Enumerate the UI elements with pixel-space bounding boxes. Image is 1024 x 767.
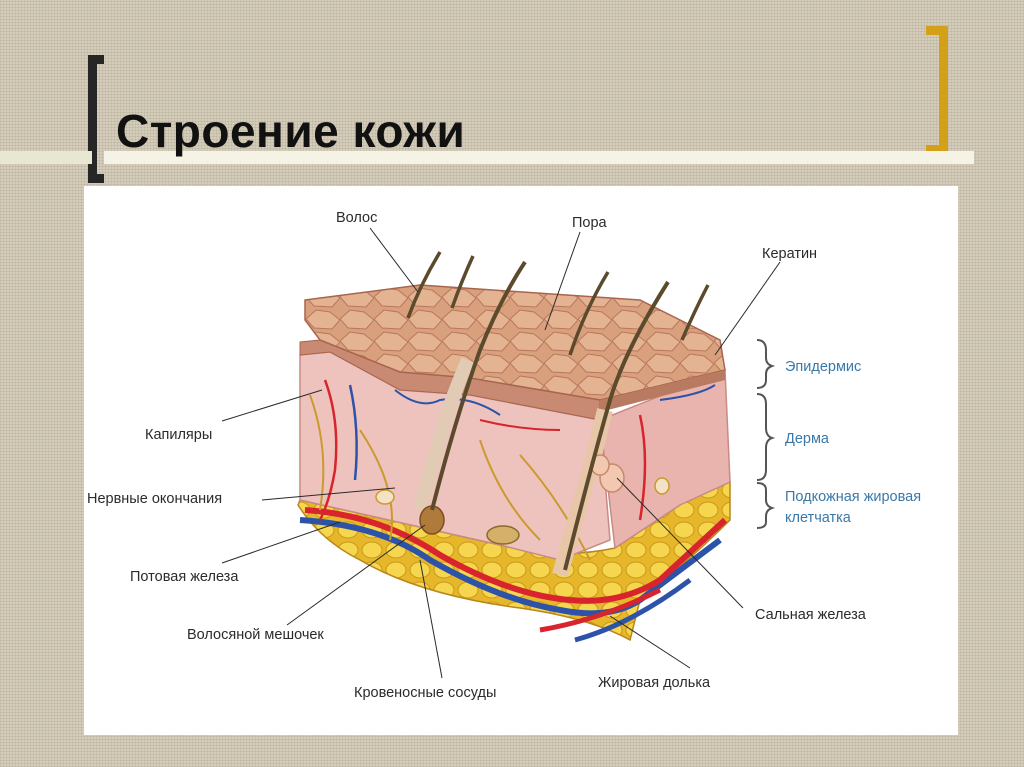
fat-layer	[297, 481, 731, 642]
blood-vessels	[299, 379, 728, 643]
label-keratin: Кератин	[762, 246, 817, 262]
label-epidermis: Эпидермис	[785, 359, 861, 375]
skin-diagram: Волос Пора Кератин Капиляры Нервные окон…	[87, 210, 921, 701]
diagram-panel: Волос Пора Кератин Капиляры Нервные окон…	[84, 186, 958, 735]
hairs	[406, 251, 710, 356]
hair-follicle	[413, 260, 527, 535]
title-bracket-right	[926, 26, 948, 154]
title-rule-left	[0, 151, 92, 164]
label-nerve-endings: Нервные окончания	[87, 491, 222, 507]
nerves	[309, 394, 670, 561]
label-sebaceous-gland: Сальная железа	[755, 607, 867, 623]
label-blood-vessels: Кровеносные сосуды	[354, 685, 496, 701]
layer-brackets	[756, 339, 776, 529]
label-capillaries: Капиляры	[145, 427, 212, 443]
label-pore: Пора	[572, 215, 608, 231]
sebaceous-gland	[552, 280, 670, 578]
label-hypodermis-line2: клетчатка	[785, 510, 852, 526]
label-dermis: Дерма	[785, 431, 830, 447]
label-hair-follicle: Волосяной мешочек	[187, 627, 324, 643]
title-rule	[104, 151, 974, 164]
slide-title: Строение кожи	[116, 105, 466, 157]
title-bracket-left	[88, 55, 104, 183]
label-fat-lobule: Жировая долька	[598, 675, 711, 691]
label-sweat-gland: Потовая железа	[130, 569, 239, 585]
label-hypodermis-line1: Подкожная жировая	[785, 489, 921, 505]
leader-lines	[221, 227, 781, 679]
label-hair: Волос	[336, 210, 377, 226]
sweat-gland	[486, 525, 520, 545]
dermis-block	[299, 339, 731, 561]
